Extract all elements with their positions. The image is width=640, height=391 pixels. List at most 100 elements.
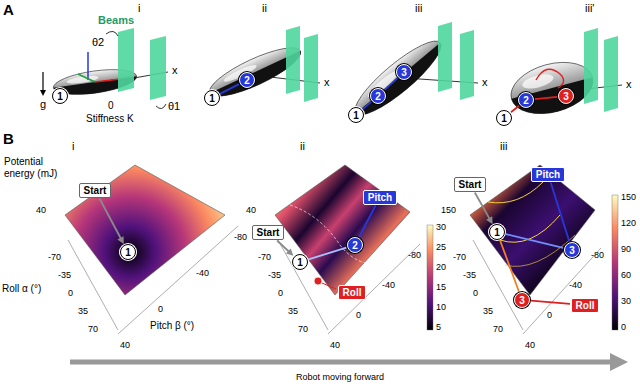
figure-label: 30: [621, 296, 631, 306]
figure-label: g: [40, 98, 46, 111]
figure-label: 35: [288, 306, 298, 316]
path-connector: [500, 240, 519, 291]
figure-label: -40: [382, 280, 395, 290]
state-label: Start: [257, 227, 280, 238]
state-circle: 2: [239, 72, 255, 88]
figure-label: 40: [330, 340, 340, 350]
figure-label: 25: [436, 242, 446, 252]
state-box: Start: [454, 177, 486, 192]
direction-arrow: [70, 360, 612, 365]
state-label: Roll: [343, 287, 362, 298]
state-number: 3: [569, 245, 575, 256]
connector-line: [506, 234, 563, 248]
figure-label: θ1: [168, 100, 180, 113]
state-circle: 1: [292, 254, 308, 270]
figure-label: 20: [436, 262, 446, 272]
colorbar: [427, 225, 433, 330]
state-number: 1: [209, 93, 215, 104]
state-box: Start: [252, 225, 284, 240]
caption-arrow-label: Robot moving forward: [296, 372, 384, 382]
connector-line: [363, 102, 371, 109]
state-label: Start: [84, 185, 107, 196]
figure-label: A: [3, 1, 14, 18]
state-number: 2: [352, 240, 358, 251]
beam: [438, 22, 452, 92]
energy-landscape-b1: [65, 165, 238, 334]
figure-label: 35: [78, 306, 88, 316]
figure-label: 30: [436, 222, 446, 232]
connector-line: [475, 193, 490, 219]
path-connector: [363, 102, 371, 109]
energy-landscape-b3: [470, 165, 618, 334]
figure-label: -35: [268, 270, 281, 280]
state-circle: 1: [52, 88, 68, 104]
state-number: 1: [501, 113, 507, 124]
state-circle: 3: [514, 292, 530, 308]
connector-line: [220, 84, 239, 94]
figure-label: -40: [196, 268, 209, 278]
robot-panel-a1: [40, 28, 168, 109]
figure-label: -35: [463, 270, 476, 280]
state-box: Roll: [571, 298, 599, 313]
roll-path: [536, 69, 564, 88]
figure-label: 0: [621, 322, 626, 332]
robot-panel-a2: [204, 26, 320, 105]
figure-label: x: [626, 78, 632, 91]
arrow-head: [286, 249, 294, 256]
state-number: 1: [57, 91, 63, 102]
figure-label: iii': [585, 2, 594, 15]
colorbar: [612, 195, 618, 330]
state-label: Roll: [576, 300, 595, 311]
path-connector: [535, 97, 557, 99]
state-circle: 1: [496, 110, 512, 126]
figure-label: -80: [591, 250, 604, 260]
figure-label: 5: [436, 322, 441, 332]
figure-label: B: [3, 130, 14, 147]
figure-label: 0: [547, 310, 552, 320]
path-connector: [475, 193, 493, 225]
figure-label: 90: [621, 244, 631, 254]
state-box: Pitch: [531, 167, 565, 182]
energy-landscape-b2: [275, 165, 433, 334]
path-connector: [506, 234, 563, 248]
figure-label: -35: [58, 270, 71, 280]
connector-line: [500, 240, 519, 291]
figure-label: Beams: [98, 14, 134, 27]
arrow-head: [486, 216, 492, 224]
figure-label: 150: [441, 205, 456, 215]
state-number: 1: [297, 257, 303, 268]
beam: [460, 30, 474, 100]
path-connector: [551, 183, 570, 242]
connector-line: [531, 301, 570, 304]
state-number: 1: [494, 227, 500, 238]
rotation-arrow: [106, 31, 118, 36]
robot-panel-a3: [347, 22, 478, 124]
state-circle: 3: [558, 88, 574, 104]
figure-label: 70: [298, 324, 308, 334]
state-circle: 2: [347, 237, 363, 253]
figure-label: 35: [483, 306, 493, 316]
path-connector: [309, 248, 347, 260]
figure-label: Pitch β (°): [150, 320, 194, 332]
figure-label: -70: [453, 252, 466, 262]
figure-label: -40: [569, 280, 582, 290]
figure-label: 0: [473, 288, 478, 298]
figure-label: iii: [415, 2, 422, 15]
state-circle: 3: [564, 242, 580, 258]
state-number: 3: [401, 67, 407, 78]
beam: [286, 26, 300, 94]
state-circle: 1: [120, 244, 136, 260]
figure-label: 150: [621, 192, 636, 202]
body-axis: [78, 74, 95, 82]
state-circle: 1: [204, 90, 220, 106]
state-box: Pitch: [363, 190, 397, 205]
rotation-arrow: [156, 104, 166, 109]
connector-line: [359, 206, 375, 238]
connector-line: [511, 106, 519, 113]
connector-line: [385, 78, 398, 90]
state-circle: 2: [370, 88, 386, 104]
figure-label: 0: [158, 304, 163, 314]
ellipsoid-robot: [347, 32, 449, 124]
figure-label: 70: [493, 324, 503, 334]
connector-line: [277, 241, 289, 252]
